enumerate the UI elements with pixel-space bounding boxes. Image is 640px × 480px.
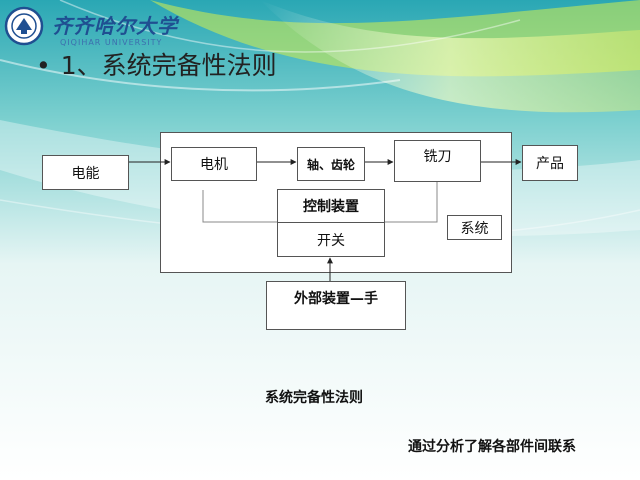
logo-subtext: QIQIHAR UNIVERSITY bbox=[60, 38, 163, 47]
external-label: 外部装置—手 bbox=[294, 291, 378, 307]
control-link-right bbox=[385, 182, 438, 223]
external-box: 外部装置—手 bbox=[266, 281, 406, 330]
motor-box: 电机 bbox=[171, 147, 257, 181]
energy-label: 电能 bbox=[71, 165, 100, 182]
law-caption: 系统完备性法则 bbox=[265, 390, 363, 406]
product-label: 产品 bbox=[536, 156, 564, 172]
switch-label: 开关 bbox=[317, 232, 345, 249]
cutter-label: 铣刀 bbox=[423, 149, 452, 165]
control-box: 控制装置 bbox=[277, 189, 385, 223]
cutter-box: 铣刀 bbox=[394, 140, 481, 182]
product-box: 产品 bbox=[522, 145, 578, 181]
system-label: 系统 bbox=[460, 220, 489, 237]
shaft-gear-label: 轴、齿轮 bbox=[306, 157, 355, 172]
title-text: 1、系统完备性法则 bbox=[60, 51, 277, 80]
energy-box: 电能 bbox=[42, 155, 129, 190]
control-label: 控制装置 bbox=[303, 199, 359, 215]
logo-text: 齐齐哈尔大学 bbox=[52, 14, 178, 38]
motor-label: 电机 bbox=[200, 157, 228, 173]
control-link-left bbox=[202, 190, 277, 223]
system-box: 系统 bbox=[447, 215, 502, 240]
shaft-gear-box: 轴、齿轮 bbox=[297, 147, 365, 181]
slide-title: • 1、系统完备性法则 bbox=[36, 46, 277, 82]
note-caption: 通过分析了解各部件间联系 bbox=[408, 439, 576, 455]
switch-box: 开关 bbox=[277, 222, 385, 257]
university-logo-icon bbox=[4, 6, 44, 46]
title-bullet: • bbox=[36, 51, 51, 80]
